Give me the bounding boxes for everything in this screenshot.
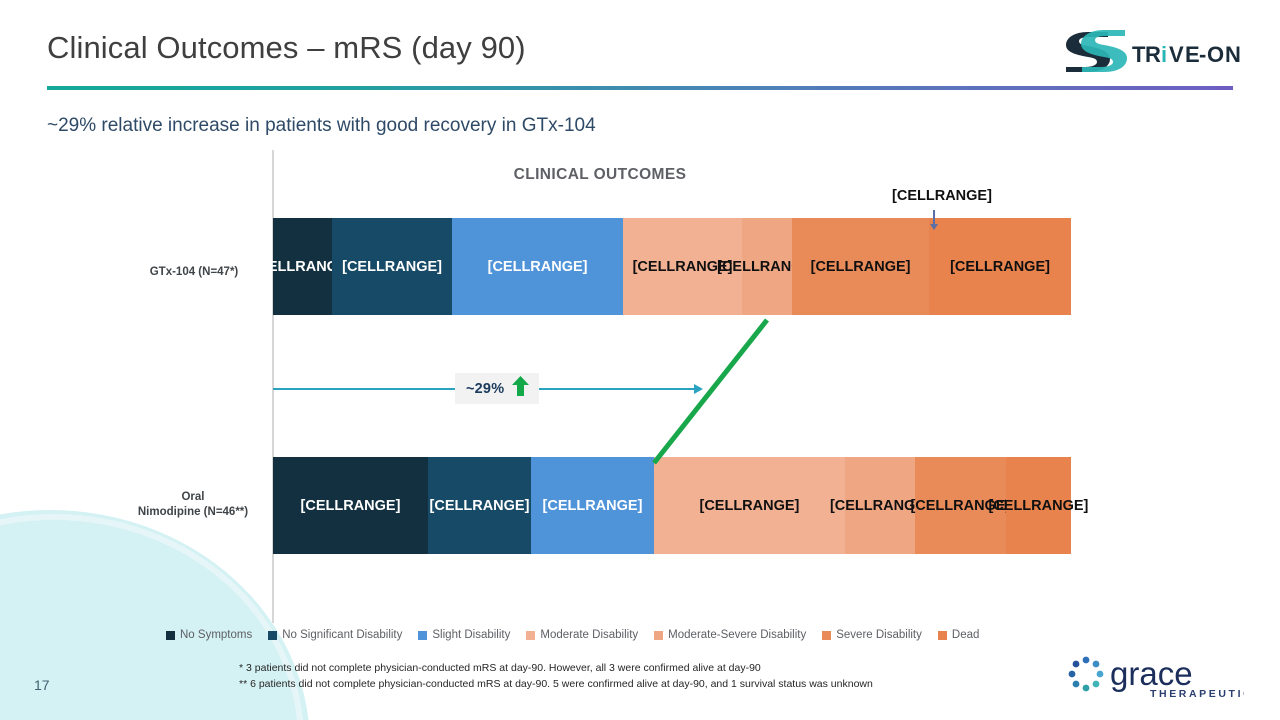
- legend-label: Severe Disability: [836, 629, 922, 641]
- bar-oral-nimodipine: [CELLRANGE] [CELLRANGE] [CELLRANGE] [CEL…: [273, 457, 1088, 554]
- svg-text:i: i: [1161, 42, 1167, 67]
- category-label-line1: GTx-104 (N=47*): [149, 266, 239, 278]
- bar-segment-dead[interactable]: [CELLRANGE]: [988, 457, 1088, 554]
- legend-item-slight-disability[interactable]: Slight Disability: [418, 629, 510, 641]
- legend-item-dead[interactable]: Dead: [937, 629, 980, 641]
- bar-gtx104: [CELLRANGE] [CELLRANGE] [CELLRANGE] [CEL…: [253, 218, 1071, 315]
- bar-segment-label: [CELLRANGE]: [988, 497, 1089, 514]
- bar-segment-slight-disability[interactable]: [CELLRANGE]: [452, 218, 624, 315]
- bar-segment-label: [CELLRANGE]: [429, 497, 530, 514]
- grace-burst-icon: [1068, 656, 1104, 692]
- legend-item-severe-disability[interactable]: Severe Disability: [822, 629, 922, 641]
- legend-label: Dead: [951, 629, 980, 641]
- bar-segment-label: [CELLRANGE]: [829, 497, 930, 514]
- bar-segment-label: [CELLRANGE]: [910, 497, 1011, 514]
- legend-swatch-icon: [166, 630, 175, 640]
- legend-item-no-significant-disability[interactable]: No Significant Disability: [268, 629, 402, 641]
- legend-item-no-symptoms[interactable]: No Symptoms: [166, 629, 252, 641]
- bar-segment-label: [CELLRANGE]: [252, 258, 353, 275]
- legend-swatch-icon: [526, 630, 536, 640]
- bar-segment-no-symptoms[interactable]: [CELLRANGE]: [273, 457, 428, 554]
- category-label-gtx104: GTx-104 (N=47*): [120, 265, 268, 280]
- legend-label: No Significant Disability: [282, 629, 403, 641]
- svg-text:V: V: [1169, 42, 1184, 67]
- chart-axis-line: [272, 150, 274, 623]
- svg-text:THERAPEUTICS: THERAPEUTICS: [1150, 688, 1244, 700]
- svg-text:O: O: [1207, 42, 1224, 67]
- footnotes: * 3 patients did not complete physician-…: [239, 661, 873, 692]
- bar-segment-severe-disability[interactable]: [CELLRANGE]: [910, 457, 1010, 554]
- bar-segment-dead[interactable]: [CELLRANGE]: [929, 218, 1071, 315]
- legend-item-moderate-disability[interactable]: Moderate Disability: [526, 629, 638, 641]
- bar-segment-label: [CELLRANGE]: [699, 497, 800, 514]
- bar-segment-moderate-severe-disability[interactable]: [CELLRANGE]: [830, 457, 930, 554]
- bar-segment-label: [CELLRANGE]: [542, 497, 643, 514]
- legend-swatch-icon: [937, 630, 947, 640]
- delta-badge: ~29%: [455, 373, 540, 404]
- legend-label: Moderate Disability: [540, 629, 639, 641]
- chart-container: CLINICAL OUTCOMES GTx-104 (N=47*) Oral N…: [0, 150, 1280, 650]
- legend-label: No Symptoms: [180, 629, 253, 641]
- bar-segment-label: [CELLRANGE]: [717, 258, 817, 275]
- svg-text:N: N: [1225, 42, 1241, 67]
- footnote-2: ** 6 patients did not complete physician…: [239, 677, 873, 690]
- trend-line: [652, 318, 769, 465]
- bar-segment-no-significant-disability[interactable]: [CELLRANGE]: [427, 457, 531, 554]
- legend-swatch-icon: [654, 630, 664, 640]
- bar-segment-label: [CELLRANGE]: [632, 258, 733, 275]
- bar-segment-label: [CELLRANGE]: [300, 497, 401, 514]
- legend-item-moderate-severe-disability[interactable]: Moderate-Severe Disability: [654, 629, 806, 641]
- bar-segment-moderate-severe-disability[interactable]: [CELLRANGE]: [717, 218, 817, 315]
- category-label-oral-nimodipine: Oral Nimodipine (N=46**): [118, 490, 268, 520]
- svg-text:E: E: [1185, 42, 1200, 67]
- bar-segment-label: [CELLRANGE]: [342, 258, 442, 275]
- bar-segment-label: [CELLRANGE]: [487, 258, 588, 275]
- strive-on-logo: T R i V E - O N: [1044, 26, 1244, 74]
- category-label-line2: Nimodipine (N=46**): [137, 506, 249, 518]
- legend-swatch-icon: [822, 630, 832, 640]
- page-number: 17: [34, 677, 50, 693]
- svg-text:grace: grace: [1110, 655, 1193, 692]
- legend-swatch-icon: [418, 630, 428, 640]
- legend-label: Slight Disability: [432, 629, 511, 641]
- up-arrow-icon: [511, 375, 530, 402]
- grace-therapeutics-logo: grace THERAPEUTICS: [1064, 650, 1260, 702]
- chart-legend: No Symptoms No Significant Disability Sl…: [166, 629, 1066, 641]
- bar-segment-moderate-disability[interactable]: [CELLRANGE]: [653, 457, 845, 554]
- title-divider: [47, 86, 1233, 90]
- bar-segment-no-symptoms[interactable]: [CELLRANGE]: [253, 218, 352, 315]
- page-subtitle: ~29% relative increase in patients with …: [47, 115, 596, 136]
- chart-title: CLINICAL OUTCOMES: [513, 166, 687, 183]
- footnote-1: * 3 patients did not complete physician-…: [239, 662, 761, 674]
- bar-segment-moderate-disability[interactable]: [CELLRANGE]: [623, 218, 743, 315]
- bar-segment-no-significant-disability[interactable]: [CELLRANGE]: [332, 218, 453, 315]
- legend-label: Moderate-Severe Disability: [668, 629, 807, 641]
- svg-text:R: R: [1145, 42, 1161, 67]
- delta-arrow-head-icon: [694, 383, 703, 394]
- bar-segment-slight-disability[interactable]: [CELLRANGE]: [530, 457, 654, 554]
- svg-text:T: T: [1132, 42, 1146, 67]
- legend-swatch-icon: [268, 630, 278, 640]
- category-label-line1: Oral: [181, 491, 205, 503]
- callout-label: [CELLRANGE]: [892, 188, 992, 204]
- bar-segment-severe-disability[interactable]: [CELLRANGE]: [792, 218, 930, 315]
- delta-badge-label: ~29%: [466, 380, 505, 397]
- callout-arrow-icon: [930, 210, 937, 230]
- bar-segment-label: [CELLRANGE]: [810, 258, 911, 275]
- svg-text:-: -: [1199, 42, 1206, 67]
- page-title: Clinical Outcomes – mRS (day 90): [47, 30, 526, 65]
- bar-segment-label: [CELLRANGE]: [950, 258, 1050, 275]
